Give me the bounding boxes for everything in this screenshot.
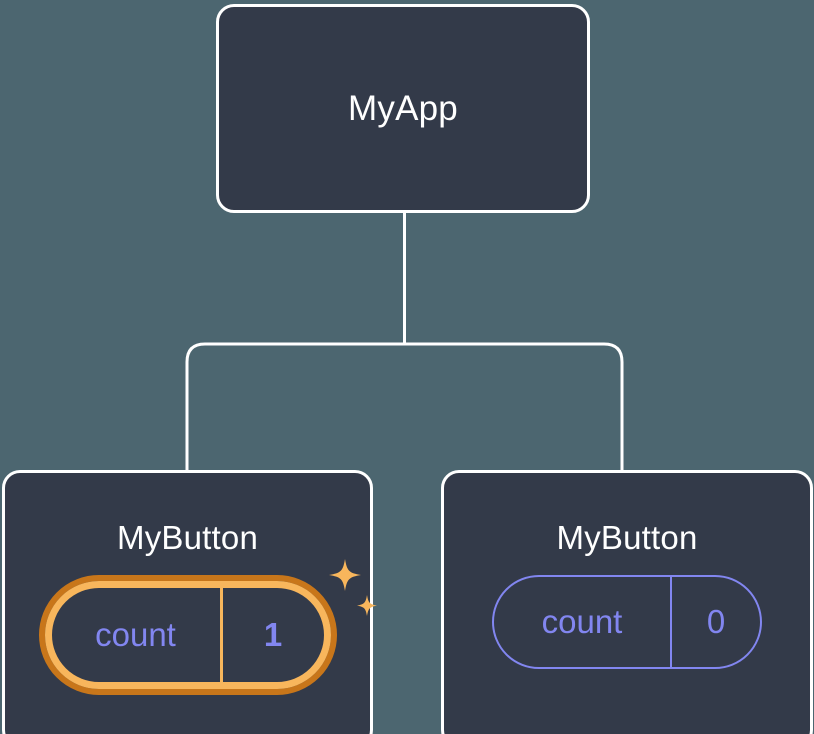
node-title: MyApp (348, 88, 458, 128)
state-pill-highlighted[interactable]: count 1 (44, 581, 331, 689)
node-title: MyButton (117, 519, 258, 556)
state-key: count (95, 616, 176, 653)
state-pill-wrapper: count 0 (492, 575, 762, 669)
state-pill-highlight-ring: count 1 (38, 575, 337, 695)
state-value: 1 (219, 588, 324, 682)
node-myapp[interactable]: MyApp (216, 4, 590, 213)
state-pill-highlighted-wrapper: count 1 (38, 559, 377, 695)
state-pill[interactable]: count 0 (492, 575, 762, 669)
state-value: 0 (670, 577, 760, 667)
node-mybutton-left[interactable]: MyButton count 1 (2, 470, 377, 734)
node-mybutton-right[interactable]: MyButton count 0 (441, 470, 813, 734)
node-title: MyButton (556, 519, 698, 556)
state-key: count (541, 603, 623, 640)
